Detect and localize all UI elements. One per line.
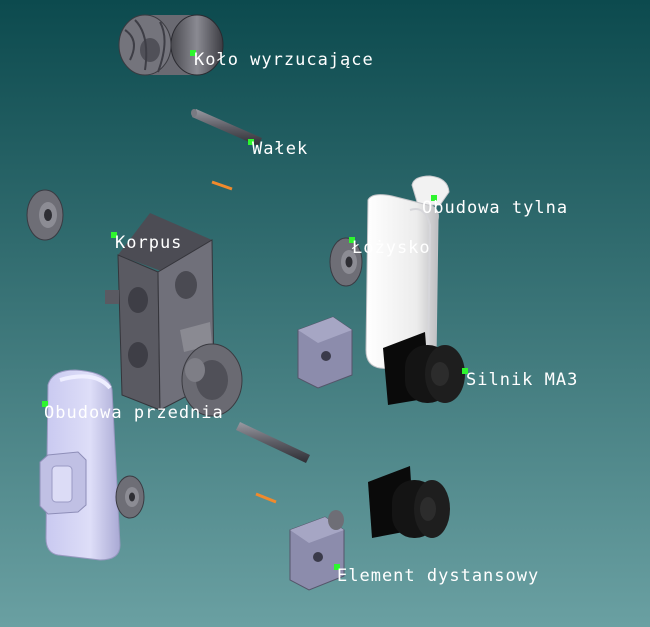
label-korpus: Korpus — [115, 233, 183, 253]
impeller-wheel — [118, 14, 224, 76]
marker-korpus — [111, 232, 117, 238]
key-pin-upper — [211, 180, 233, 191]
spacer-plate-upper — [297, 316, 353, 389]
label-element-dystansowy: Element dystansowy — [337, 566, 540, 586]
label-kolo-wyrzucajace: Koło wyrzucające — [194, 50, 374, 70]
marker-walek — [248, 139, 254, 145]
marker-obudowa-przednia — [42, 401, 48, 407]
rear-casing — [365, 175, 450, 373]
shaft-lower — [236, 422, 310, 463]
key-pin-lower — [255, 492, 277, 504]
front-casing — [39, 369, 121, 561]
housing-frame — [105, 213, 243, 417]
marker-element — [334, 564, 340, 570]
bearing-right — [329, 237, 363, 287]
label-obudowa-przednia: Obudowa przednia — [44, 403, 224, 423]
bearing-left — [26, 189, 64, 241]
marker-silnik — [462, 368, 468, 374]
spacer-plate-lower — [289, 510, 345, 591]
motor-upper — [383, 332, 465, 405]
label-lozysko: Łożysko — [352, 238, 431, 258]
label-obudowa-tylna: Obudowa tylna — [422, 198, 569, 218]
marker-obudowa-tylna — [431, 195, 437, 201]
label-silnik-ma3: Silnik MA3 — [466, 370, 579, 390]
bearing-front — [115, 475, 145, 519]
label-walek: Wałek — [252, 139, 309, 159]
marker-lozysko — [349, 237, 355, 243]
shaft-upper — [191, 109, 262, 146]
marker-kolo — [190, 50, 196, 56]
motor-lower — [368, 466, 450, 538]
